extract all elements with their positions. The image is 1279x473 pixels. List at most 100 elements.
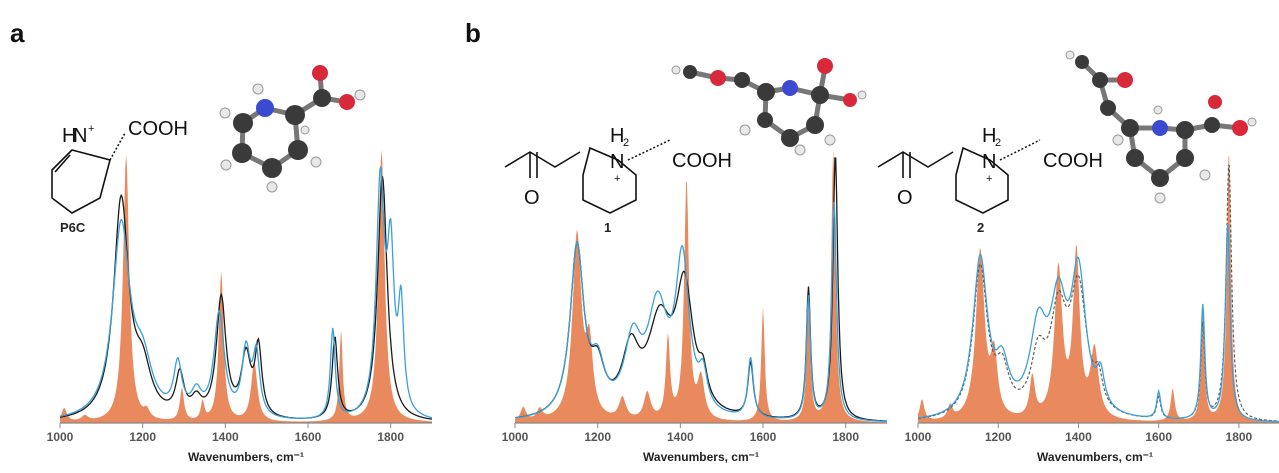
atom-h-icon [1154, 192, 1166, 204]
atom-c-icon [288, 140, 308, 160]
p6c-nh-label: H [62, 125, 76, 147]
atom-c-icon [1092, 72, 1108, 88]
x-tick-label: 1200 [584, 430, 611, 444]
x-axis-label: Wavenumbers, cm⁻¹ [643, 450, 759, 464]
atom-h-icon [1112, 134, 1124, 146]
x-tick-label: 1400 [1065, 430, 1092, 444]
atom-h-icon [1199, 169, 1211, 181]
x-axis-label: Wavenumbers, cm⁻¹ [1037, 450, 1153, 464]
atom-o-icon [339, 94, 355, 110]
atom-o-icon [817, 58, 833, 74]
x-tick-label: 1200 [129, 430, 156, 444]
mol2-h-sub2: 2 [995, 137, 1001, 149]
x-tick-label: 1600 [1145, 430, 1172, 444]
atom-o-icon [1208, 95, 1222, 109]
atom-h-icon [252, 83, 264, 95]
atom-o-icon [710, 70, 726, 86]
ball-stick-model-b1 [671, 58, 867, 156]
mol1-n-label: N [610, 151, 624, 173]
p6c-plus-label: + [88, 123, 94, 135]
molecule-label-2: 2 [977, 220, 984, 235]
atom-c-icon [1126, 149, 1144, 167]
mol1-h-label: H [610, 125, 624, 147]
atom-c-icon [285, 105, 305, 125]
molecule-2-structure: O H 2 N + COOH 2 [877, 125, 1103, 235]
atom-c-icon [757, 83, 775, 101]
atom-c-icon [757, 112, 773, 128]
mol2-cooh-label: COOH [1043, 150, 1103, 172]
atom-h-icon [1065, 50, 1075, 60]
atom-c-icon [806, 116, 824, 134]
atom-c-icon [683, 65, 697, 79]
ball-stick-model-a [219, 65, 366, 193]
atom-o-icon [312, 65, 328, 81]
x-tick-label: 1800 [1226, 430, 1253, 444]
atom-n-icon [1152, 120, 1168, 136]
atom-h-icon [310, 156, 322, 168]
mol1-o-label: O [524, 187, 540, 209]
series-filled-b2 [918, 156, 1279, 423]
mol1-h-sub2: 2 [623, 137, 629, 149]
atom-c-icon [811, 86, 829, 104]
x-tick-label: 1600 [295, 430, 322, 444]
atom-c-icon [1204, 117, 1220, 133]
x-tick-label: 1800 [377, 430, 404, 444]
ball-stick-model-b2 [1065, 50, 1257, 204]
atom-c-icon [313, 89, 331, 107]
atom-h-icon [300, 125, 310, 135]
series-blue-b2 [917, 223, 1279, 423]
x-tick-label: 1400 [667, 430, 694, 444]
molecule-p6c-structure: H N + COOH P6C [51, 118, 188, 235]
atom-h-icon [739, 124, 751, 136]
p6c-n-label: N [73, 125, 87, 147]
x-tick-label: 1000 [905, 430, 932, 444]
atom-c-icon [1151, 169, 1169, 187]
atom-c-icon [734, 72, 750, 88]
atom-c-icon [233, 113, 253, 133]
x-tick-label: 1600 [750, 430, 777, 444]
mol2-o-label: O [897, 187, 913, 209]
x-tick-label: 1000 [47, 430, 74, 444]
p6c-cooh-label: COOH [128, 118, 188, 140]
x-tick-label: 1400 [212, 430, 239, 444]
molecule-label-p6c: P6C [60, 220, 86, 235]
atom-o-icon [1117, 72, 1133, 88]
atom-o-icon [1232, 120, 1248, 136]
series-dashed-b2 [917, 164, 1279, 422]
atom-h-icon [671, 65, 681, 75]
atom-n-icon [256, 99, 274, 117]
atom-h-icon [266, 181, 278, 193]
mol2-n-label: N [982, 151, 996, 173]
panel-letter-b: b [465, 18, 481, 48]
panel-letter-a: a [10, 18, 25, 48]
atom-h-icon [794, 144, 806, 156]
mol2-h-label: H [982, 125, 996, 147]
x-axis-label: Wavenumbers, cm⁻¹ [188, 450, 304, 464]
atom-c-icon [781, 129, 799, 147]
molecule-1-structure: O H 2 N + COOH 1 [504, 125, 732, 235]
series-blue-a [59, 166, 433, 419]
x-tick-label: 1800 [832, 430, 859, 444]
atom-c-icon [1176, 149, 1194, 167]
series-black-a [59, 176, 433, 420]
molecule-label-1: 1 [604, 220, 611, 235]
atom-c-icon [1100, 100, 1116, 116]
atom-h-icon [219, 107, 231, 119]
atom-c-icon [1176, 121, 1194, 139]
series-blue-b1 [514, 201, 888, 423]
atom-h-icon [824, 134, 836, 146]
atom-h-icon [1153, 105, 1163, 115]
atom-h-icon [857, 90, 867, 100]
atom-h-icon [220, 159, 232, 171]
atom-c-icon [1075, 55, 1089, 69]
mol2-plus-label: + [986, 173, 992, 185]
atom-h-icon [1247, 117, 1257, 127]
atom-n-icon [782, 80, 798, 96]
atom-h-icon [354, 89, 366, 101]
atom-c-icon [232, 143, 252, 163]
atom-c-icon [1121, 119, 1139, 137]
